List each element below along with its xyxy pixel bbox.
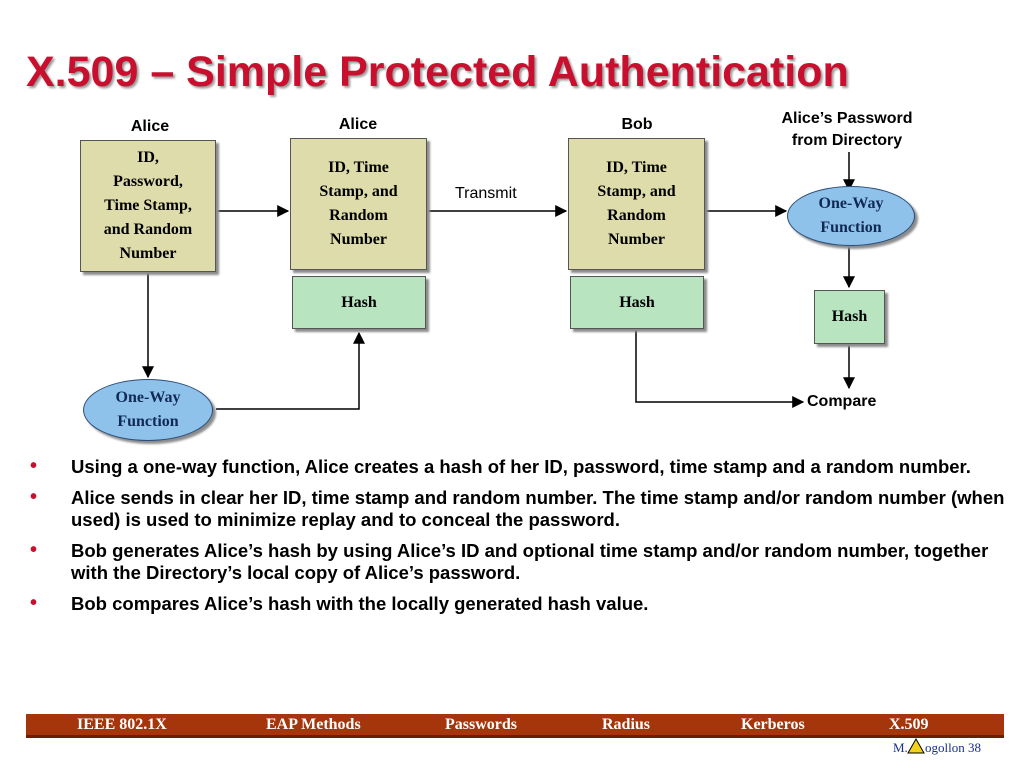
footer-link-kerberos[interactable]: Kerberos — [741, 716, 805, 733]
footer-link-radius[interactable]: Radius — [602, 716, 651, 733]
bullet-dot: • — [30, 486, 38, 508]
bob-message-box: ID, Time Stamp, and Random Number — [568, 138, 705, 270]
alice-oneway-function: One-Way Function — [83, 379, 213, 441]
footer-link-x509[interactable]: X.509 — [889, 716, 929, 733]
bullet-text: Bob generates Alice’s hash by using Alic… — [71, 540, 989, 583]
bullet-item: • Bob generates Alice’s hash by using Ali… — [30, 539, 1005, 584]
bullet-text: Using a one-way function, Alice creates … — [71, 456, 971, 477]
alice-message-text: ID, Time Stamp, and Random Number — [319, 159, 398, 248]
alice-message-box: ID, Time Stamp, and Random Number — [290, 138, 427, 270]
bob-message-text: ID, Time Stamp, and Random Number — [597, 159, 676, 248]
alice-input-text: ID, Password, Time Stamp, and Random Num… — [103, 149, 193, 262]
header-directory: Alice’s Password from Directory — [781, 110, 913, 149]
author-credit-prefix: M. — [893, 740, 908, 755]
alice-hash-label: Hash — [341, 293, 377, 311]
header-bob: Bob — [621, 116, 653, 133]
bob-oneway-label: One-Way Function — [818, 195, 884, 236]
arrow-oneway-to-alice-hash — [216, 331, 365, 410]
alice-input-box: ID, Password, Time Stamp, and Random Num… — [80, 140, 216, 272]
footer-link-passwords[interactable]: Passwords — [445, 716, 518, 733]
author-credit-suffix: ogollon 38 — [925, 740, 981, 755]
bullet-dot: • — [30, 455, 38, 477]
bullet-dot: • — [30, 539, 38, 561]
triangle-logo-icon — [907, 738, 925, 754]
alice-hash-box: Hash — [292, 276, 426, 329]
footer-nav-bar: IEEE 802.1X EAP Methods Passwords Radius… — [26, 714, 1004, 738]
footer-link-eap[interactable]: EAP Methods — [266, 716, 361, 733]
bullet-list: • Using a one-way function, Alice creates… — [30, 455, 1005, 624]
bullet-item: • Alice sends in clear her ID, time stamp… — [30, 486, 1005, 531]
compare-label: Compare — [807, 393, 877, 410]
bullet-item: • Using a one-way function, Alice creates… — [30, 455, 1005, 478]
bullet-dot: • — [30, 592, 38, 614]
header-alice-mid: Alice — [338, 116, 378, 133]
bob-oneway-function: One-Way Function — [787, 186, 915, 246]
bullet-item: • Bob compares Alice’s hash with the loca… — [30, 592, 1005, 615]
alice-oneway-label: One-Way Function — [115, 389, 181, 430]
bob-received-hash-label: Hash — [619, 293, 655, 311]
arrow-received-hash-to-compare — [635, 330, 805, 408]
bob-computed-hash-box: Hash — [814, 290, 885, 344]
slide-title: X.509 – Simple Protected Authentication — [26, 48, 849, 96]
bob-computed-hash-label: Hash — [831, 308, 868, 325]
bob-received-hash-box: Hash — [570, 276, 704, 329]
transmit-label: Transmit — [455, 185, 517, 202]
bullet-text: Alice sends in clear her ID, time stamp … — [71, 487, 1005, 530]
footer-link-ieee[interactable]: IEEE 802.1X — [77, 716, 167, 733]
bullet-text: Bob compares Alice’s hash with the local… — [71, 593, 649, 614]
header-alice-left: Alice — [130, 118, 170, 135]
